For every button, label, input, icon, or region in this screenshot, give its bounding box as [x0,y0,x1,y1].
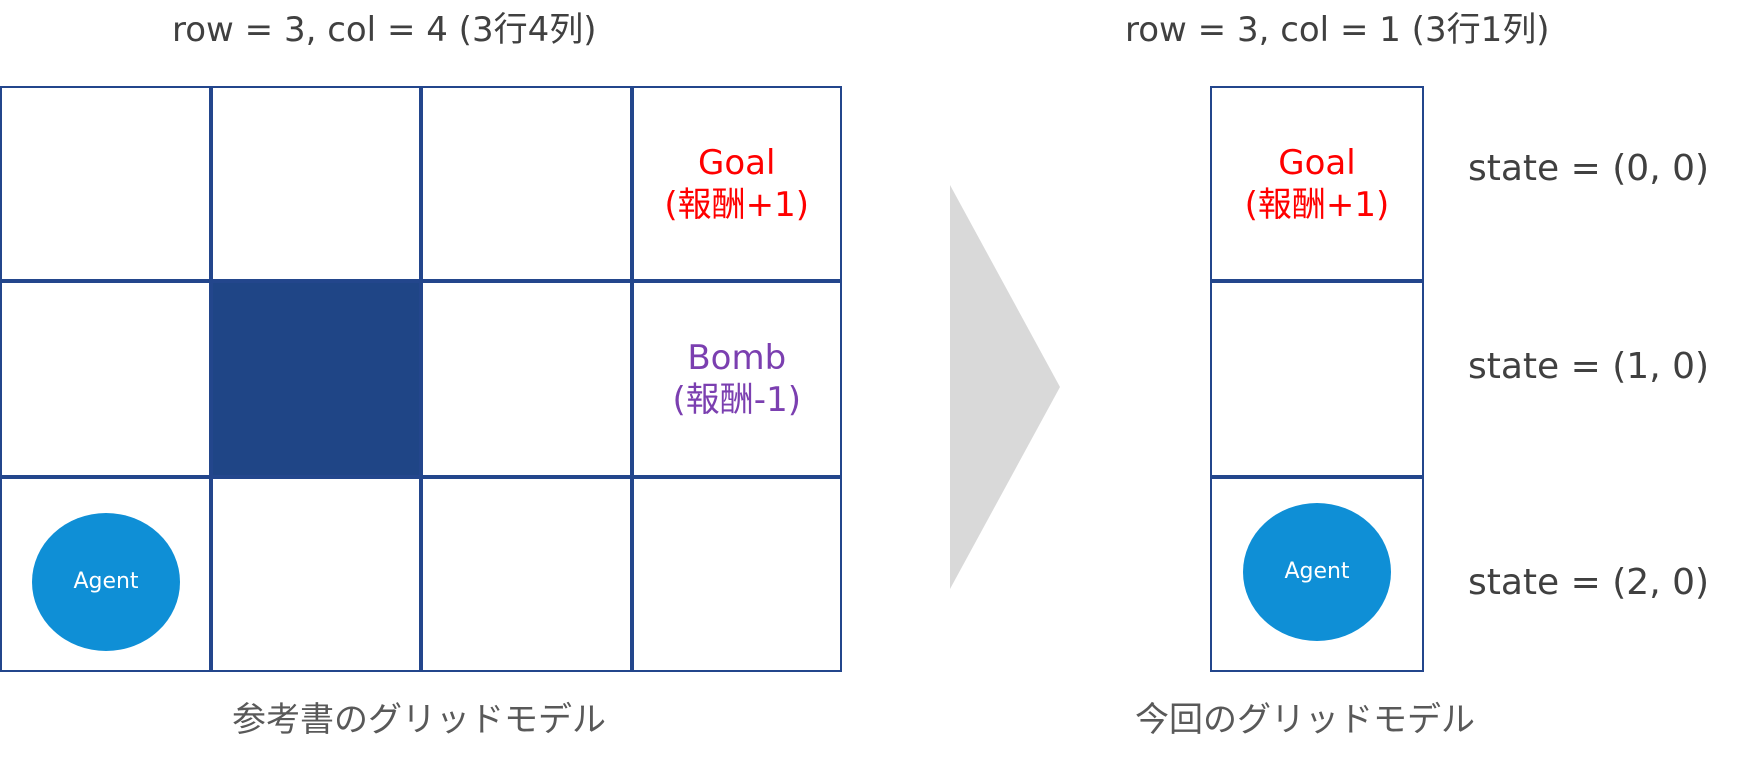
right-grid: Goal (報酬+1) Agent [1210,86,1424,672]
goal-label: Goal [698,142,776,183]
goal-cell: Goal (報酬+1) [1212,88,1422,280]
left-grid: Goal (報酬+1) Bomb (報酬-1) Agent [0,86,842,672]
grid-cell-2-3 [633,478,840,670]
grid-cell-1-0 [1212,283,1422,475]
agent-start-cell: Agent [1212,478,1422,670]
goal-reward: (報酬+1) [1244,184,1390,225]
goal-label: Goal [1278,142,1356,183]
right-model-title: row = 3, col = 1 (3行1列) [1125,10,1550,50]
goal-reward: (報酬+1) [664,184,810,225]
bomb-reward: (報酬-1) [672,379,801,420]
grid-cell-0-2 [423,88,630,280]
left-model-title: row = 3, col = 4 (3行4列) [172,10,597,50]
state-label-0: state = (0, 0) [1468,148,1710,189]
agent-circle: Agent [32,512,180,651]
wall-cell [212,283,419,475]
grid-cell-2-2 [423,478,630,670]
agent-circle: Agent [1243,502,1391,641]
grid-cell-1-0 [2,283,209,475]
bomb-label: Bomb [687,337,787,378]
right-arrow-icon [950,185,1060,589]
left-model-caption: 参考書のグリッドモデル [232,700,606,740]
grid-cell-0-1 [212,88,419,280]
right-model-caption: 今回のグリッドモデル [1135,700,1475,740]
grid-cell-1-2 [423,283,630,475]
grid-cell-2-1 [212,478,419,670]
goal-cell: Goal (報酬+1) [633,88,840,280]
state-label-2: state = (2, 0) [1468,562,1710,603]
state-label-1: state = (1, 0) [1468,346,1710,387]
agent-start-cell: Agent [2,478,209,670]
grid-cell-0-0 [2,88,209,280]
bomb-cell: Bomb (報酬-1) [633,283,840,475]
